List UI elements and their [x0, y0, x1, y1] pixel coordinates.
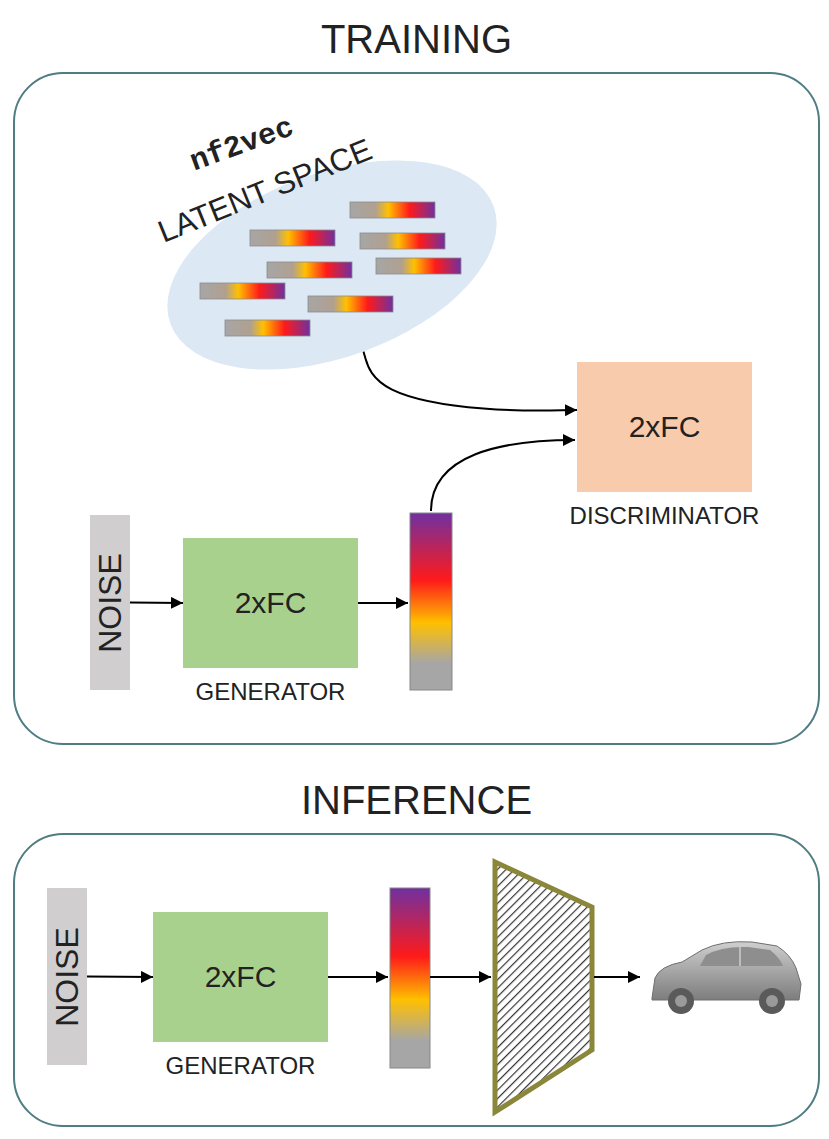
- arrow-connector: [363, 351, 577, 410]
- arrow-connector: [87, 976, 153, 979]
- panel-title: TRAINING: [321, 16, 512, 62]
- arrow: [328, 976, 388, 978]
- latent-vector: [225, 320, 310, 336]
- decoder-trapezoid: [495, 862, 592, 1112]
- noise-bar: NOISE: [47, 888, 87, 1065]
- latent-vector: [267, 262, 352, 278]
- generated-vector: [410, 513, 452, 690]
- latent-vector: [376, 258, 461, 274]
- discriminator-box: 2xFCDISCRIMINATOR: [577, 362, 752, 492]
- latent-space-ellipse: nf2vecLATENT SPACE: [150, 105, 520, 375]
- panel-title: INFERENCE: [301, 777, 532, 823]
- arrow: [358, 602, 408, 604]
- latent-vector: [360, 233, 445, 249]
- arrow: [594, 976, 640, 978]
- layer-label: 2xFC: [205, 960, 277, 995]
- inference-panel: INFERENCENOISE2xFCGENERATOR: [13, 833, 820, 1127]
- training-panel: TRAININGnf2vecLATENT SPACE2xFCDISCRIMINA…: [13, 72, 820, 745]
- layer-label: 2xFC: [629, 410, 701, 445]
- arrow-connector: [130, 602, 183, 605]
- block-name: DISCRIMINATOR: [570, 502, 760, 530]
- generator-box: 2xFCGENERATOR: [183, 538, 358, 668]
- arrow: [430, 976, 491, 978]
- generator-box: 2xFCGENERATOR: [153, 912, 328, 1042]
- latent-vector: [350, 202, 435, 218]
- latent-vector: [308, 296, 393, 312]
- car-render: [652, 942, 801, 1014]
- arrow: [431, 440, 575, 511]
- block-name: GENERATOR: [196, 678, 346, 706]
- latent-vector: [250, 230, 335, 246]
- noise-bar: NOISE: [90, 515, 130, 690]
- latent-vector: [200, 283, 285, 299]
- block-name: GENERATOR: [166, 1052, 316, 1080]
- noise-label: NOISE: [92, 553, 129, 653]
- layer-label: 2xFC: [235, 586, 307, 621]
- noise-label: NOISE: [49, 927, 86, 1027]
- generated-vector: [390, 888, 430, 1068]
